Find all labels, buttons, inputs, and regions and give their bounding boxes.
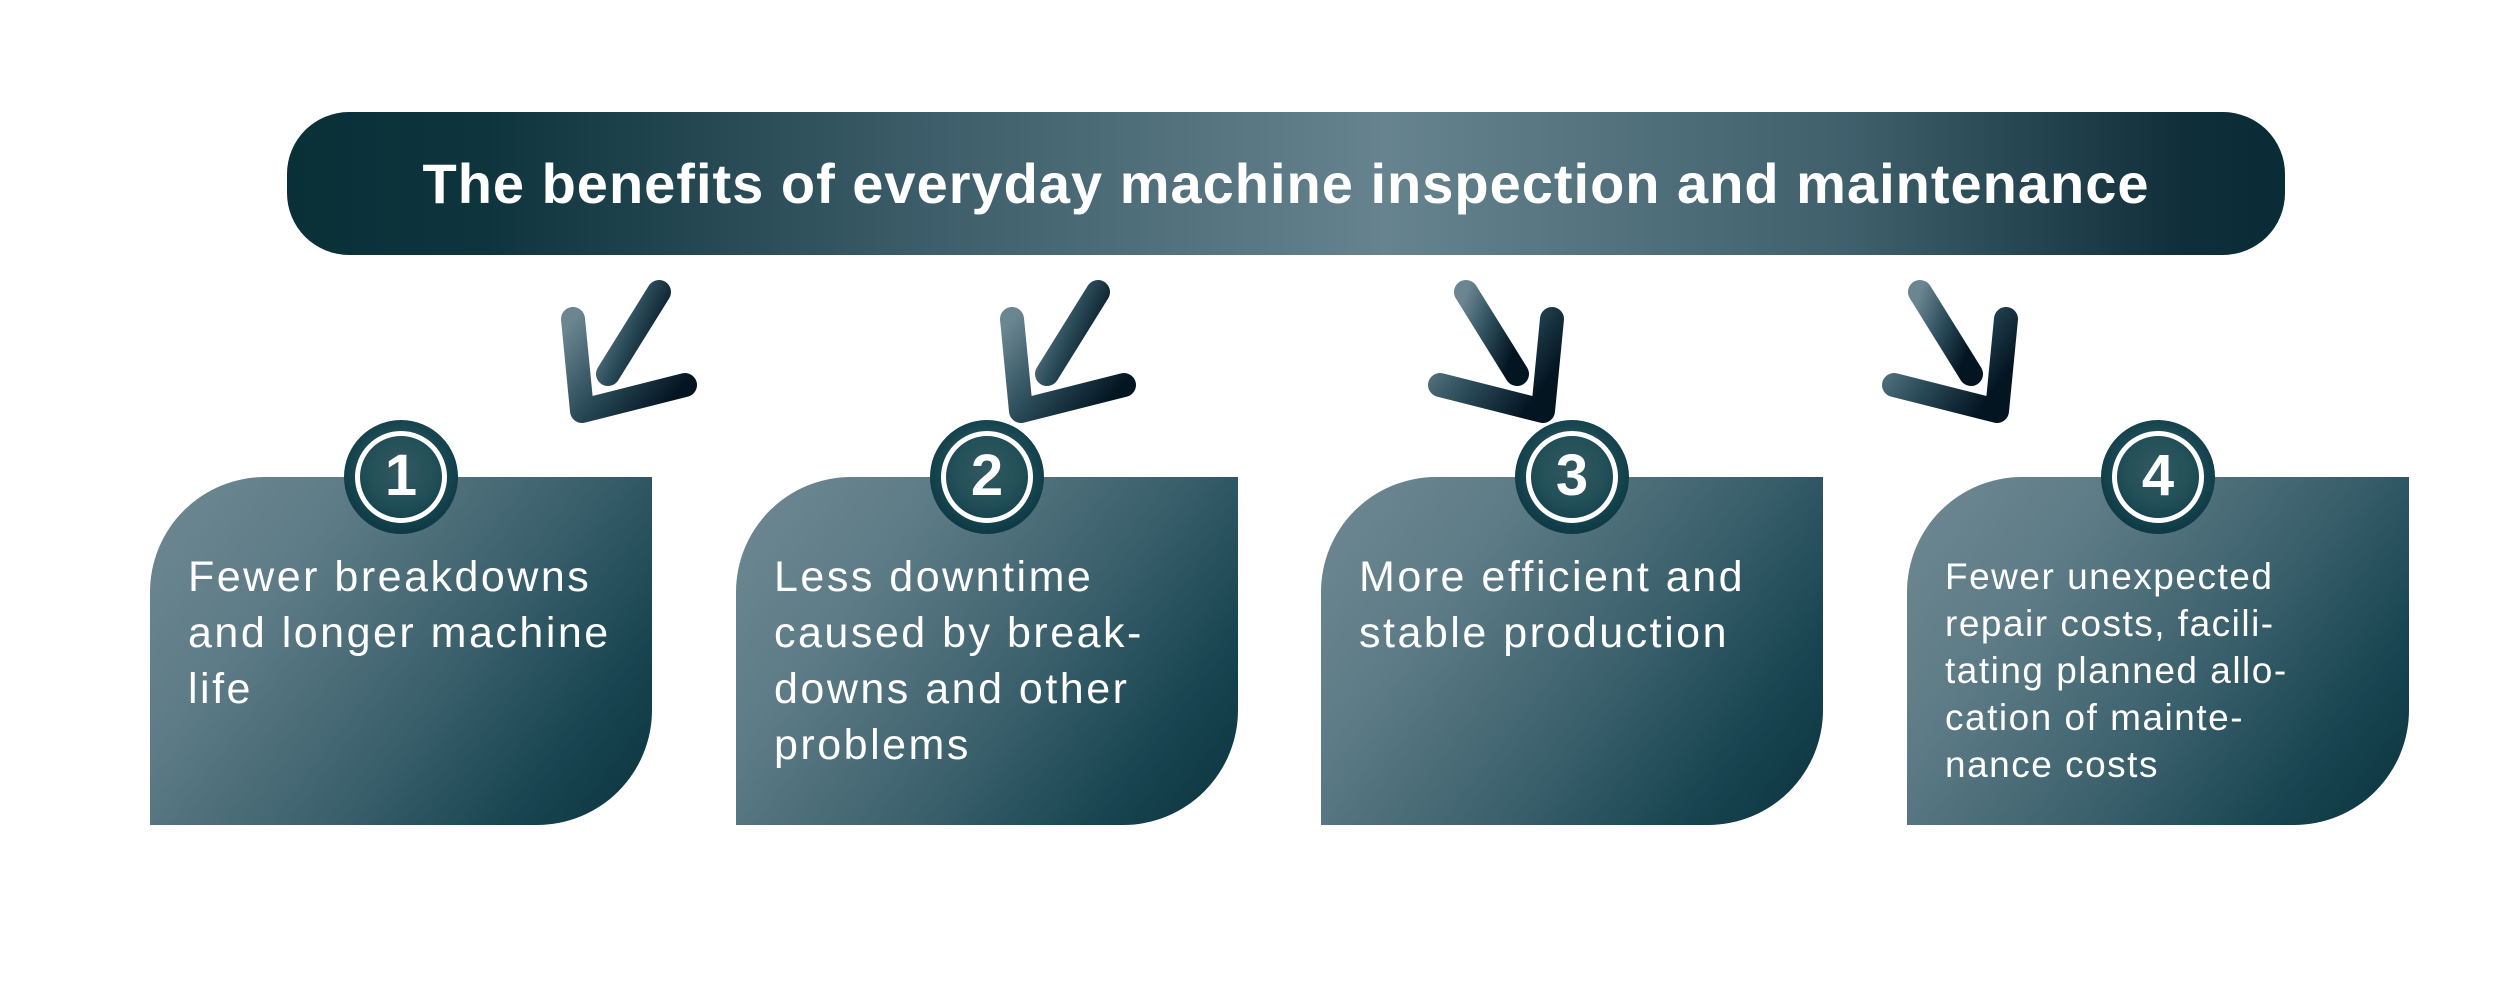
page-title: The benefits of everyday machine inspect… (422, 152, 2150, 215)
number-badge-2: 2 (930, 420, 1044, 534)
down-right-arrow-icon (1428, 280, 1564, 423)
down-left-arrow-icon (1000, 280, 1136, 423)
badge-ring (941, 431, 1033, 523)
down-left-arrow-icon (561, 280, 697, 423)
benefit-text-3: More efficient and stable production (1359, 553, 1746, 657)
badge-ring (355, 431, 447, 523)
badge-ring (1526, 431, 1618, 523)
number-badge-1: 1 (344, 420, 458, 534)
benefit-text-2: Less downtime caused by break- downs and… (774, 553, 1144, 769)
number-badge-4: 4 (2101, 420, 2215, 534)
benefit-box-3: 3 More efficient and stable production (1321, 420, 1823, 825)
benefit-text-1: Fewer breakdowns and longer machine life (188, 553, 611, 713)
benefit-box-2: 2 Less downtime caused by break- downs a… (736, 420, 1238, 825)
benefit-box-1: 1 Fewer breakdowns and longer machine li… (150, 420, 652, 825)
down-right-arrow-icon (1882, 280, 2018, 423)
number-badge-3: 3 (1515, 420, 1629, 534)
badge-ring (2112, 431, 2204, 523)
benefit-text-4: Fewer unexpected repair costs, facili- t… (1945, 556, 2288, 785)
title-banner: The benefits of everyday machine inspect… (287, 112, 2285, 255)
benefit-box-4: 4 Fewer unexpected repair costs, facili-… (1907, 420, 2409, 825)
